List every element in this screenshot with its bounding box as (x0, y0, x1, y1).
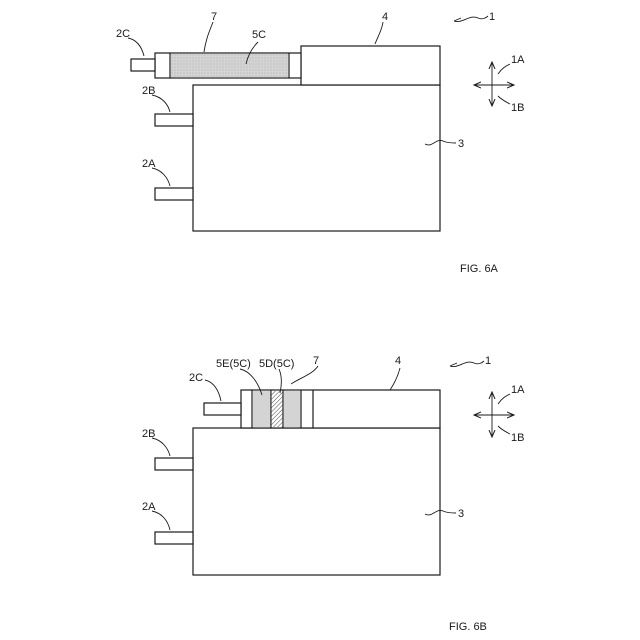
direction-arrows-a (474, 62, 514, 106)
label-2c: 2C (189, 372, 203, 384)
label-7: 7 (211, 11, 217, 23)
label-5e: 5E(5C) (216, 358, 251, 370)
block-4 (301, 46, 440, 85)
label-1: 1 (485, 355, 491, 367)
terminal-2c (204, 403, 241, 415)
caption-fig-6a: FIG. 6A (460, 263, 499, 275)
device-body-3 (193, 428, 440, 575)
terminal-2b (155, 114, 193, 126)
part-5e (253, 390, 271, 428)
label-7: 7 (313, 355, 319, 367)
label-1: 1 (489, 11, 495, 23)
label-1a: 1A (511, 54, 525, 66)
filler-5c (171, 54, 288, 77)
label-1b: 1B (511, 102, 524, 114)
figure-6a: 2C 2B 2A 7 5C 4 3 1 1A 1B FIG. 6A (116, 11, 525, 275)
label-3: 3 (458, 508, 464, 520)
terminal-2b (155, 458, 193, 470)
part-5c-right (284, 391, 301, 427)
device-body-3 (193, 85, 440, 231)
label-2b: 2B (142, 428, 155, 440)
label-1a: 1A (511, 384, 525, 396)
terminal-2c (131, 59, 155, 71)
terminal-2a (155, 188, 193, 200)
label-2a: 2A (142, 158, 156, 170)
label-3: 3 (458, 138, 464, 150)
label-2c: 2C (116, 28, 130, 40)
part-5d (272, 390, 283, 428)
label-1b: 1B (511, 432, 524, 444)
terminal-2a (155, 532, 193, 544)
caption-fig-6b: FIG. 6B (449, 621, 487, 633)
label-4: 4 (382, 11, 388, 23)
label-2b: 2B (142, 85, 155, 97)
label-5c: 5C (252, 29, 266, 41)
label-4: 4 (395, 355, 401, 367)
figure-6b: 2C 2B 2A 5E(5C) 5D(5C) 7 4 3 1 1A 1B FIG… (142, 355, 525, 633)
label-2a: 2A (142, 501, 156, 513)
direction-arrows-b (474, 392, 514, 437)
label-5d: 5D(5C) (259, 358, 294, 370)
